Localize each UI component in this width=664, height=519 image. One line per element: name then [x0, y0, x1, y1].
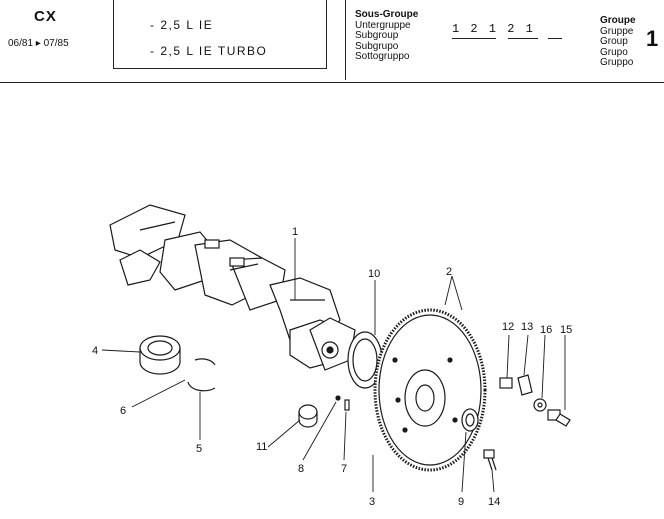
- subgroup-label-es: Subgrupo: [355, 40, 399, 52]
- group-label-es: Grupo: [600, 46, 628, 58]
- subgroup-label-en: Subgroup: [355, 30, 399, 41]
- callout-15: 15: [560, 324, 572, 336]
- callout-16: 16: [540, 324, 552, 336]
- group-labels: Groupe Gruppe Group Grupo Gruppo: [600, 15, 636, 69]
- dowel-pin: [344, 399, 350, 411]
- callout-3: 3: [369, 496, 375, 508]
- code-underline-1: [452, 38, 496, 39]
- production-years: 06/81 ▸ 07/85: [8, 38, 69, 49]
- dowel-pin-small: [335, 395, 341, 401]
- group-number: 1: [646, 26, 659, 51]
- code-underline-3: [548, 38, 562, 39]
- callout-12: 12: [502, 321, 514, 333]
- code-underline-2: [508, 38, 538, 39]
- pilot-bearing: [461, 408, 479, 432]
- header-divider: [345, 0, 346, 80]
- callout-2: 2: [446, 266, 452, 278]
- callout-1: 1: [292, 226, 298, 238]
- subgroup-label-de: Untergruppe: [355, 19, 411, 31]
- group-label-en: Group: [600, 36, 628, 47]
- subgroup-labels: Sous-Groupe Untergruppe Subgroup Subgrup…: [355, 9, 419, 63]
- callout-10: 10: [368, 268, 380, 280]
- callout-7: 7: [341, 463, 347, 475]
- vehicle-model: CX: [34, 8, 57, 25]
- subgroup-code: 1 2 1 2 1: [452, 22, 535, 36]
- callout-11: 11: [256, 441, 267, 453]
- bushing: [298, 404, 318, 428]
- engine-variant-1: - 2,5 L IE: [150, 18, 214, 32]
- group-label-de: Gruppe: [600, 25, 634, 37]
- callout-13: 13: [521, 321, 533, 333]
- group-label-fr: Groupe: [600, 15, 636, 26]
- bearing-bolt: [483, 449, 497, 471]
- callout-9: 9: [458, 496, 464, 508]
- lock-plate: [517, 374, 533, 396]
- subgroup-label-fr: Sous-Groupe: [355, 9, 419, 20]
- flywheel-bolt: [547, 409, 571, 427]
- engine-box: [113, 0, 327, 69]
- callout-6: 6: [120, 405, 126, 417]
- washer: [533, 398, 547, 412]
- crankshaft: [109, 204, 356, 371]
- callout-4: 4: [92, 345, 98, 357]
- callout-5: 5: [196, 443, 202, 455]
- seal-ring: [347, 331, 383, 389]
- washer-hole: [537, 402, 543, 408]
- subgroup-label-it: Sottogruppo: [355, 51, 410, 62]
- thrust-washer-upper: [194, 358, 216, 366]
- thrust-washer-lower: [187, 381, 216, 392]
- callout-14: 14: [488, 496, 500, 508]
- engine-variant-2: - 2,5 L IE TURBO: [150, 44, 268, 58]
- callout-8: 8: [298, 463, 304, 475]
- group-label-it: Gruppo: [600, 57, 634, 68]
- main-bearing: [139, 335, 181, 375]
- header-rule: [0, 82, 664, 83]
- spacer: [499, 377, 513, 389]
- flywheel: [373, 308, 487, 472]
